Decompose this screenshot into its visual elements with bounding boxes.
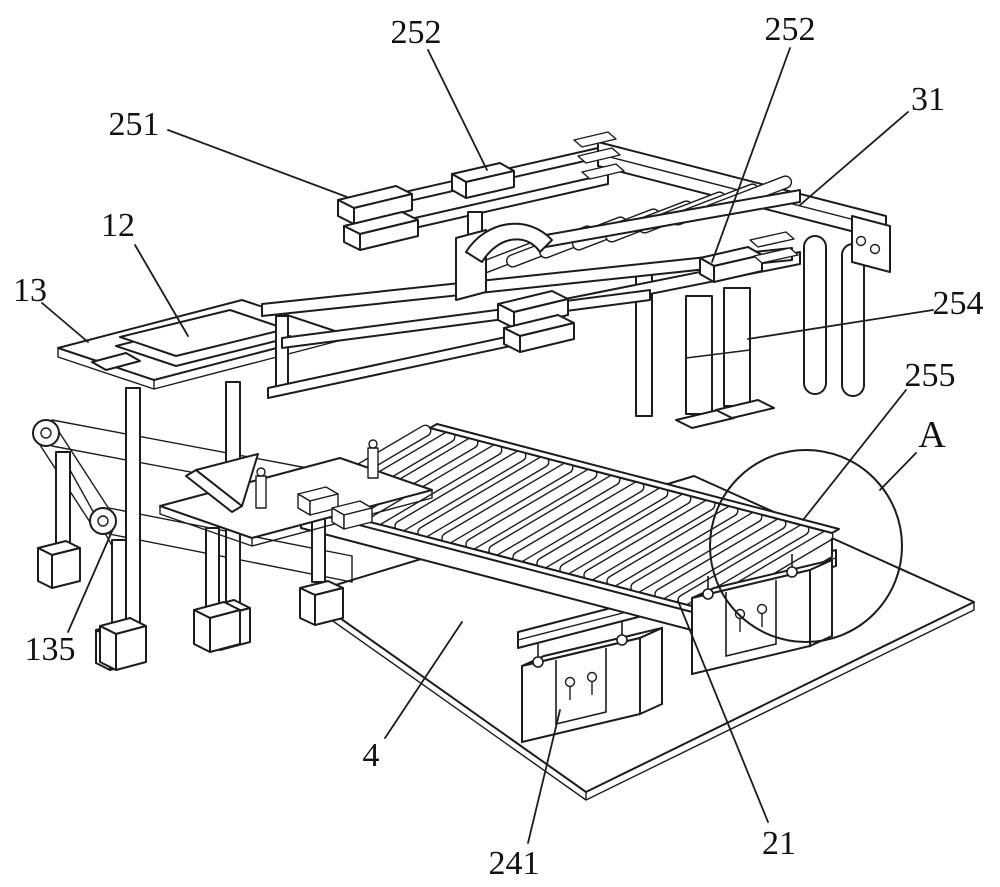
leader-31 bbox=[799, 111, 909, 206]
hopper bbox=[185, 453, 259, 513]
label-252-left: 252 bbox=[391, 14, 442, 51]
belt-conveyor bbox=[32, 419, 353, 671]
support-columns bbox=[675, 287, 775, 429]
conveyor-rail-upper bbox=[429, 423, 840, 534]
leader-12 bbox=[134, 244, 189, 337]
leader-251 bbox=[167, 129, 348, 198]
clamp-right-252 bbox=[699, 231, 799, 283]
frame-cylinder-leg bbox=[803, 235, 827, 395]
leader-13 bbox=[41, 302, 89, 343]
label-255: 255 bbox=[905, 357, 956, 394]
label-254: 254 bbox=[933, 285, 984, 322]
gripper bbox=[455, 211, 575, 353]
leader-4 bbox=[384, 621, 463, 739]
label-251: 251 bbox=[109, 106, 160, 143]
clamp-left-251 bbox=[337, 185, 419, 251]
leader-lines bbox=[41, 47, 934, 844]
pedal-block bbox=[297, 486, 339, 516]
label-252-right: 252 bbox=[765, 11, 816, 48]
detail-circle-A bbox=[709, 449, 903, 643]
label-13: 13 bbox=[13, 272, 47, 309]
label-12: 12 bbox=[101, 207, 135, 244]
rail-end-fins bbox=[573, 131, 625, 180]
transfer-table bbox=[159, 439, 433, 653]
leader-135 bbox=[67, 528, 114, 633]
pedal-block bbox=[331, 500, 373, 530]
leader-254 bbox=[747, 309, 934, 340]
leader-241 bbox=[527, 709, 561, 844]
label-135: 135 bbox=[25, 631, 76, 668]
guide-post bbox=[367, 447, 379, 479]
clamp-mid-252 bbox=[451, 162, 515, 199]
frame-cylinder-leg bbox=[841, 243, 865, 397]
leader-255 bbox=[802, 389, 907, 521]
end-plate bbox=[851, 215, 891, 273]
leader-21 bbox=[677, 600, 769, 823]
gripper-arm bbox=[465, 222, 553, 263]
label-21: 21 bbox=[762, 825, 796, 862]
leader-252-right bbox=[711, 47, 791, 263]
label-A: A bbox=[918, 414, 946, 456]
label-4: 4 bbox=[363, 737, 380, 774]
leader-A bbox=[879, 452, 917, 491]
guide-post bbox=[255, 475, 267, 509]
leader-252-left bbox=[427, 49, 488, 171]
label-241: 241 bbox=[489, 845, 540, 882]
labels: 252 252 31 251 12 13 254 255 A 135 4 241… bbox=[13, 11, 984, 882]
label-31: 31 bbox=[911, 81, 945, 118]
